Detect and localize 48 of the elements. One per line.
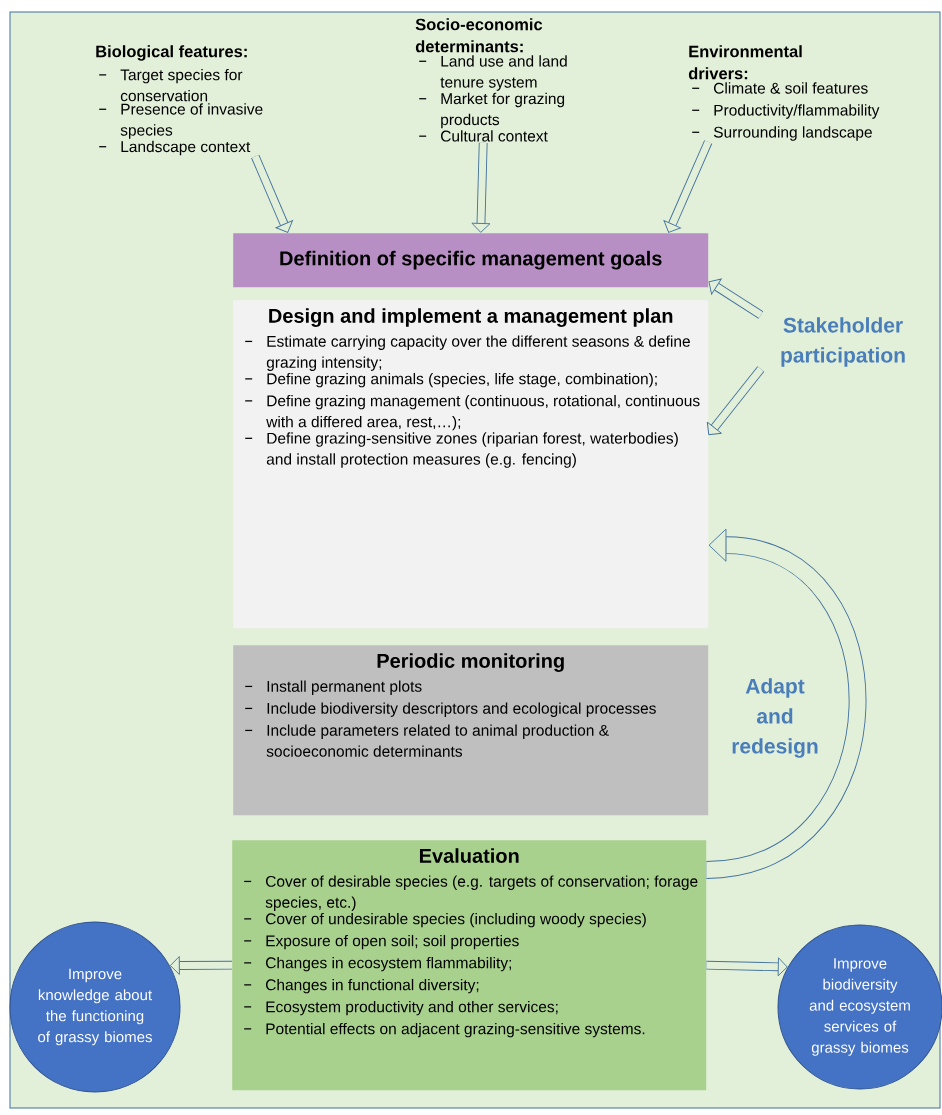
process-box (233, 645, 709, 816)
process-box (233, 233, 709, 288)
participation-text: Stakeholder participation (781, 317, 905, 367)
heading: Environmental drivers: (688, 45, 802, 80)
block-arrow (708, 278, 764, 319)
block-arrow (706, 957, 788, 977)
list-item: Changes in functional diversity; (266, 978, 479, 994)
list-item: Surrounding landscape (713, 126, 872, 141)
block-arrow (705, 528, 867, 879)
process-box (233, 300, 709, 629)
list-item: Cover of desirable species (e.g. targets of conservation; forage species, etc.) (265, 875, 698, 911)
list-item: Include parameters related to animal production & socioeconomic determinants (266, 724, 609, 757)
list-item: Landscape context (121, 140, 251, 156)
list-item: Target species for conservation (120, 68, 243, 102)
outcome-circle (9, 921, 181, 1093)
heading: Biological features: (96, 45, 247, 61)
list-item: Changes in ecosystem flammability; (266, 956, 511, 972)
block-arrow (663, 140, 713, 233)
list-item: Include biodiversity descriptors and ecological processes (267, 702, 656, 717)
list-item: Market for grazing products (441, 92, 565, 129)
block-arrow (251, 154, 293, 233)
heading: Socio-economic determinants: (415, 18, 543, 53)
process-box (232, 840, 707, 1091)
heading: Evaluation (419, 848, 519, 863)
list-item: Define grazing management (continuous, rotational, continuous with a differed area, rest,…); (266, 394, 700, 431)
block-arrow (169, 956, 233, 975)
block-arrow (706, 366, 765, 436)
list-item: Exposure of open soil; soil properties (266, 934, 519, 950)
list-item: Cultural context (441, 130, 548, 142)
list-item: Install permanent plots (267, 680, 422, 695)
list-item: Cover of undesirable species (including woody species) (266, 912, 646, 928)
list-item: Presence of invasive species (120, 103, 263, 139)
heading: Definition of specific management goals (280, 250, 662, 270)
list-item: Climate & soil features (714, 82, 868, 94)
list-item: Productivity/flammability (714, 104, 880, 119)
list-item: Land use and land tenure system (440, 55, 567, 91)
circle-text: Improve knowledge about the functioning of grassy biomes (38, 968, 152, 1046)
edge-label: Adapt and redesign (732, 678, 818, 758)
block-arrow (471, 142, 491, 233)
list-item: Define grazing-sensitive zones (riparian forest, waterbodies) and install protection measures (e.g. fencing) (266, 432, 678, 468)
list-item: Estimate carrying capacity over the different seasons & define grazing intensity; (266, 335, 690, 371)
heading: Periodic monitoring (377, 653, 564, 672)
list-item: Ecosystem productivity and other services; (266, 1000, 558, 1016)
circle-text: Improve biodiversity and ecosystem services of grassy biomes (809, 958, 910, 1056)
list-item: Potential effects on adjacent grazing-sensitive systems. (266, 1022, 645, 1038)
list-item: Define grazing animals (species, life stage, combination); (267, 372, 657, 388)
heading: Design and implement a management plan (269, 308, 673, 327)
outcome-circle (777, 924, 942, 1090)
